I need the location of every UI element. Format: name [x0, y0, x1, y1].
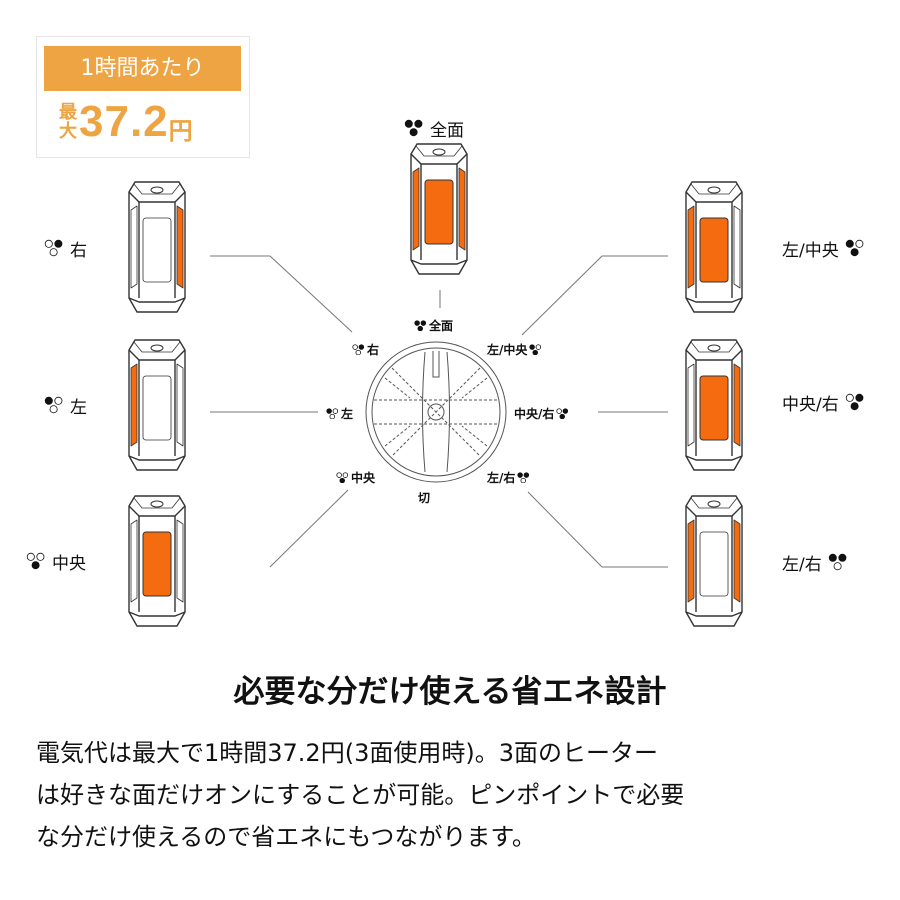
dial-icon	[365, 341, 507, 483]
mode-label-center-right: 中央/右	[782, 390, 865, 415]
description-line: 電気代は最大で1時間37.2円(3面使用時)。3面のヒーター	[36, 739, 658, 767]
mode-label-left-center: 左/中央	[782, 236, 865, 261]
heater-icon	[410, 143, 468, 275]
mode-label-all: 全面	[404, 116, 464, 141]
mode-dots-icon	[414, 319, 427, 331]
mode-dots-icon	[845, 394, 864, 411]
heater-icon	[128, 495, 186, 627]
heater-right	[125, 180, 189, 318]
max-label: 最大	[59, 102, 77, 142]
heater-all	[407, 142, 471, 280]
dial-position-text: 全面	[429, 319, 454, 333]
mode-dots-icon	[845, 240, 864, 257]
dial-position-text: 左/右	[487, 471, 516, 485]
dial-position-text: 左	[341, 407, 354, 421]
mode-dots-icon	[556, 407, 569, 419]
mode-label-left: 左	[44, 393, 87, 418]
heater-left-center	[682, 180, 746, 318]
dial-off-label: 切	[418, 491, 431, 505]
heater-center	[125, 494, 189, 632]
mode-label-right: 右	[44, 236, 87, 261]
dial-position-text: 左/中央	[487, 343, 528, 357]
heading: 必要な分だけ使える省エネ設計	[233, 674, 667, 710]
dial-position-left: 左	[326, 405, 353, 422]
mode-label-left-right: 左/右	[782, 550, 848, 575]
dial-position-center-right: 中央/右	[514, 405, 569, 422]
dial-position-all: 全面	[414, 317, 453, 334]
dial-position-left-center: 左/中央	[487, 341, 542, 358]
heater-center-right	[682, 338, 746, 476]
per-hour-label: 1時間あたり	[44, 46, 241, 91]
mode-label-text: 右	[70, 241, 87, 261]
diagram-lines	[210, 255, 668, 568]
dial-position-text: 右	[367, 343, 380, 357]
heater-icon	[128, 339, 186, 471]
dial-position-text: 中央	[351, 471, 376, 485]
mode-dots-icon	[44, 240, 63, 257]
dial-position-center: 中央	[336, 469, 375, 486]
price-value: 37.2	[79, 97, 169, 146]
description-line: な分だけ使えるので省エネにもつながります。	[36, 823, 536, 851]
heater-icon	[685, 339, 743, 471]
heater-left	[125, 338, 189, 476]
mode-label-text: 中央	[52, 554, 86, 574]
max-price: 最大 37.2 円	[59, 97, 193, 147]
mode-label-text: 全面	[430, 121, 464, 141]
heater-left-right	[682, 494, 746, 632]
mode-dots-icon	[326, 407, 339, 419]
mode-label-text: 中央/右	[782, 395, 839, 415]
dial-position-right: 右	[352, 341, 379, 358]
mode-dots-icon	[352, 343, 365, 355]
mode-dots-icon	[828, 554, 847, 571]
dial-position-left-right: 左/右	[487, 469, 530, 486]
mode-label-center: 中央	[26, 549, 86, 574]
description: 電気代は最大で1時間37.2円(3面使用時)。3面のヒーター は好きな面だけオン…	[36, 732, 876, 858]
heater-icon	[128, 181, 186, 313]
mode-label-text: 左	[70, 398, 87, 418]
mode-dots-icon	[336, 471, 349, 483]
price-badge: 1時間あたり 最大 37.2 円	[36, 36, 250, 158]
mode-label-text: 左/中央	[782, 241, 839, 261]
mode-dots-icon	[404, 120, 423, 137]
mode-dots-icon	[44, 397, 63, 414]
dial-position-text: 中央/右	[514, 407, 555, 421]
mode-dots-icon	[26, 553, 45, 570]
mode-dots-icon	[529, 343, 542, 355]
heater-icon	[685, 495, 743, 627]
yen-label: 円	[168, 116, 193, 145]
description-line: は好きな面だけオンにすることが可能。ピンポイントで必要	[36, 781, 685, 809]
mode-dots-icon	[517, 471, 530, 483]
mode-label-text: 左/右	[782, 555, 822, 575]
heater-icon	[685, 181, 743, 313]
